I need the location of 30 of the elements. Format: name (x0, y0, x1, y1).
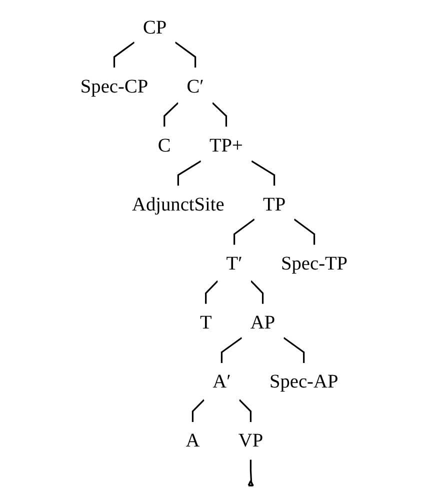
node-text: TP+ (209, 134, 243, 156)
node-text: C′ (186, 75, 204, 97)
connector (283, 337, 305, 363)
connector (113, 42, 135, 68)
connector (294, 218, 316, 245)
node-text: C (158, 134, 171, 156)
connector (238, 399, 252, 422)
connector (192, 399, 205, 422)
node-text: T (200, 311, 212, 333)
node-text: CP (142, 16, 167, 38)
node-text: AP (250, 311, 276, 333)
node-text: Spec-TP (280, 252, 348, 274)
node-text: Spec-CP (80, 75, 148, 97)
connector (250, 460, 252, 482)
node-text: AdjunctSite (132, 193, 224, 215)
node-text: TP (263, 193, 286, 215)
node-text: Spec-AP (269, 370, 338, 392)
connector (212, 102, 228, 127)
connector (220, 337, 242, 363)
connector (205, 280, 218, 304)
connector (234, 218, 255, 245)
connector (177, 160, 202, 186)
node-text: A′ (212, 370, 231, 392)
node-text: T′ (226, 252, 242, 274)
connector (164, 102, 179, 127)
connector (174, 42, 196, 68)
connector (250, 280, 264, 304)
connector (251, 160, 276, 186)
node-text: VP (238, 430, 264, 452)
node-text: A (186, 430, 200, 452)
